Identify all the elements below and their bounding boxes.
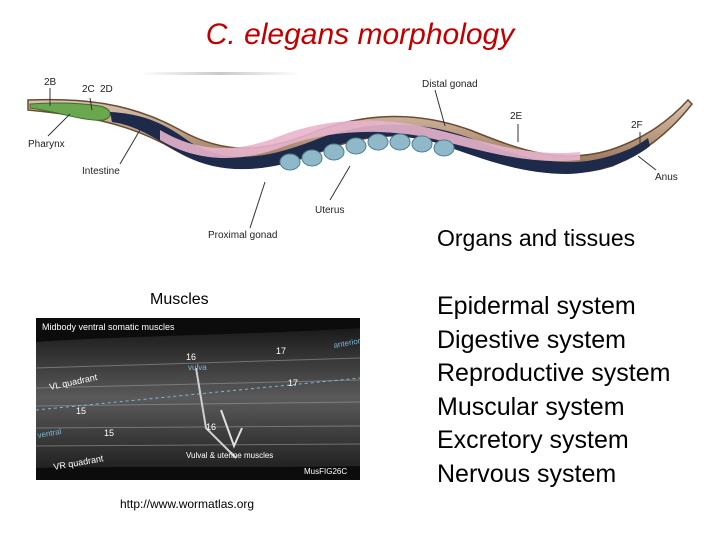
title-divider — [140, 72, 300, 75]
uterus-eggs — [279, 133, 455, 171]
label-anus: Anus — [655, 172, 678, 183]
label-vulva: vulva — [188, 363, 207, 372]
system-item: Muscular system — [437, 392, 625, 421]
label-distal-gonad: Distal gonad — [422, 79, 478, 90]
label-16-top: 16 — [186, 352, 196, 362]
muscle-micrograph: Midbody ventral somatic muscles 16 17 vu… — [36, 318, 360, 480]
label-intestine: Intestine — [82, 166, 120, 177]
system-item: Reproductive system — [437, 359, 671, 387]
label-2c: 2C — [82, 84, 95, 95]
source-url: http://www.wormatlas.org — [120, 497, 255, 511]
label-2e: 2E — [510, 111, 523, 122]
label-15-left: 15 — [76, 406, 86, 416]
label-16-low: 16 — [206, 422, 216, 432]
slide-title: C. elegans morphology — [205, 18, 515, 51]
gonad-shape — [160, 120, 580, 162]
label-uterine-muscles: Vulval & uterine muscles — [186, 451, 273, 460]
intestine-shape — [110, 112, 650, 174]
label-2b: 2B — [44, 77, 57, 88]
organs-heading: Organs and tissues — [437, 225, 636, 251]
label-anterior: anterior — [333, 336, 360, 350]
label-uterus: Uterus — [315, 205, 344, 216]
system-item: Epidermal system — [437, 292, 636, 320]
system-item: Nervous system — [437, 459, 617, 488]
label-2f: 2F — [631, 120, 643, 131]
label-2d: 2D — [100, 84, 113, 95]
system-item: Digestive system — [437, 325, 626, 354]
system-item: Excretory system — [437, 426, 629, 454]
label-pharynx: Pharynx — [28, 139, 65, 150]
label-fig-id: MusFIG26C — [304, 467, 347, 476]
organ-systems-list: Epidermal system Digestive system Reprod… — [437, 290, 670, 491]
muscles-heading: Muscles — [150, 291, 209, 308]
muscle-caption: Midbody ventral somatic muscles — [42, 322, 175, 332]
label-17-top: 17 — [276, 346, 286, 356]
label-ventral: ventral — [37, 427, 62, 440]
pharynx-shape — [29, 102, 111, 121]
label-17-mid: 17 — [288, 378, 298, 388]
worm-anatomy-diagram: 2B 2C 2D Distal gonad 2E 2F Pharynx Inte… — [27, 77, 694, 241]
label-proximal-gonad: Proximal gonad — [208, 230, 277, 241]
label-15-low: 15 — [104, 428, 114, 438]
